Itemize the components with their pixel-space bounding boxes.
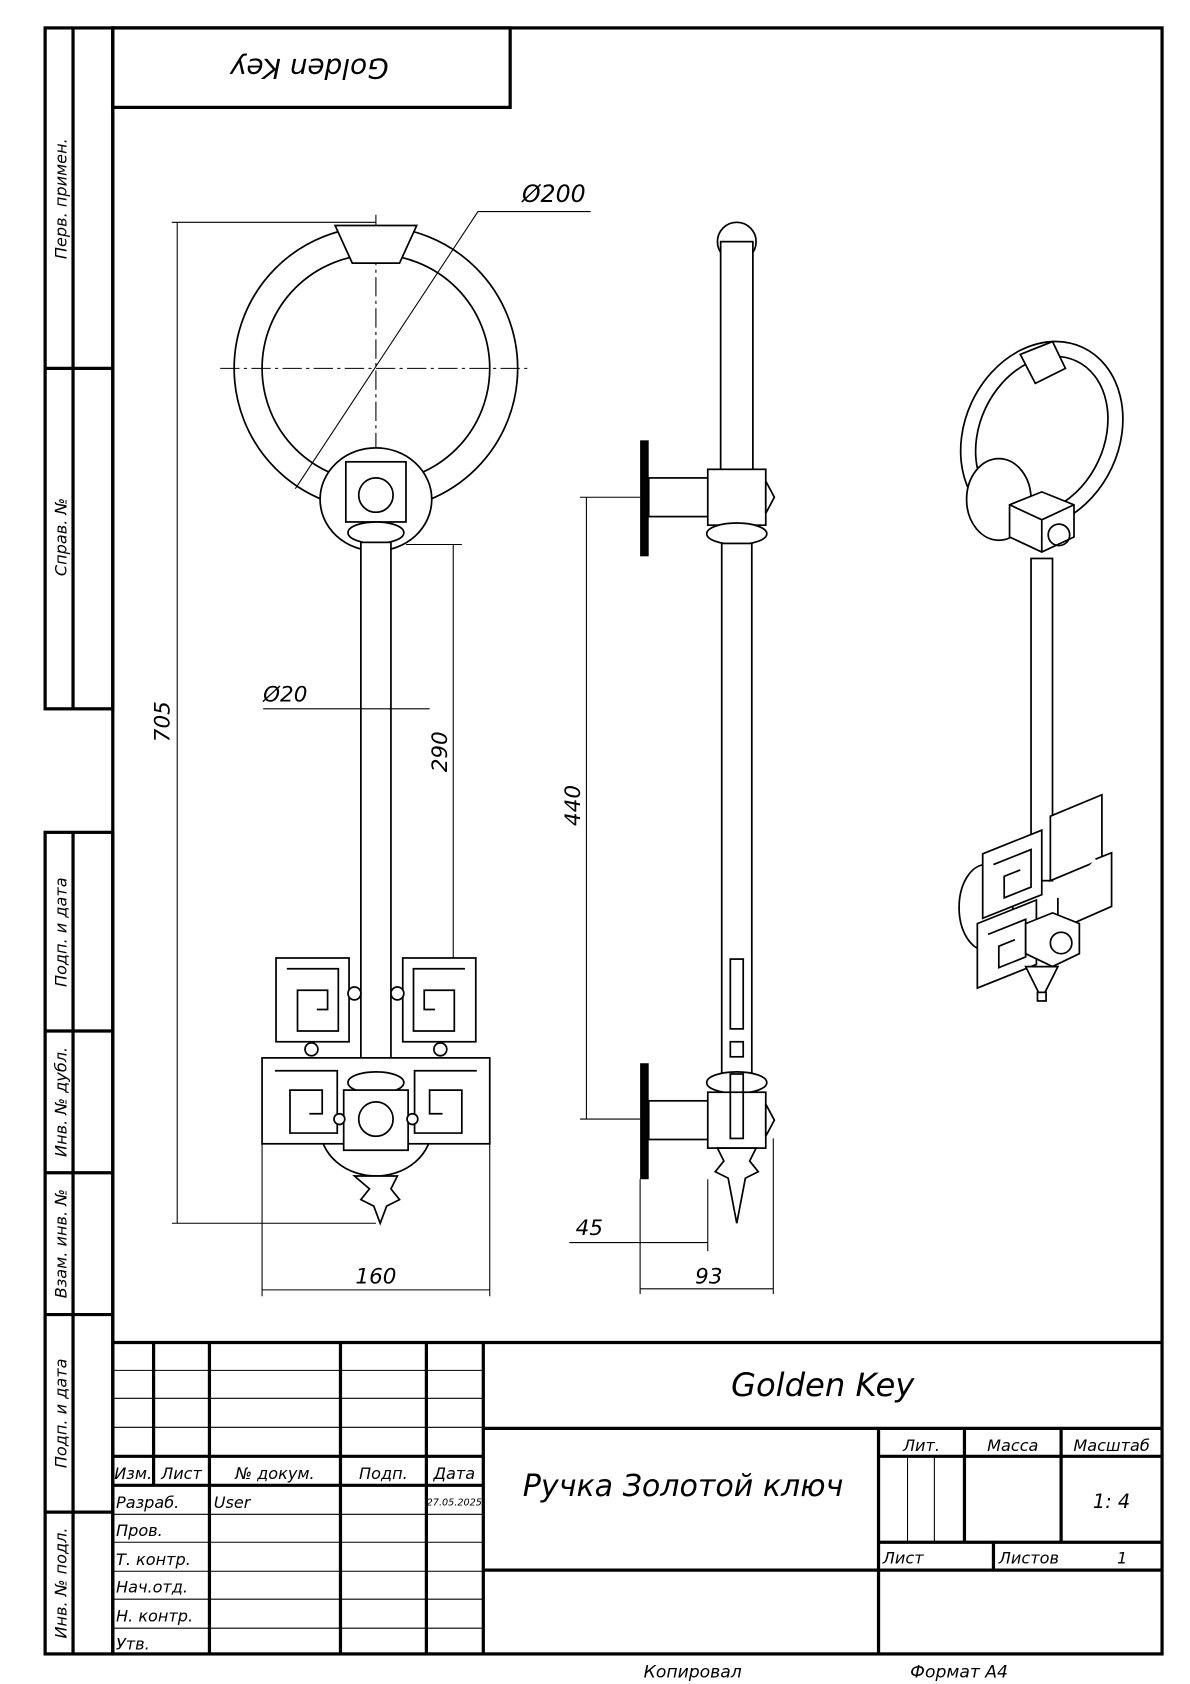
dim-base-offset: 45	[576, 1216, 603, 1241]
header-doc: № докум.	[234, 1464, 314, 1483]
strip-label: Инв. № подл.	[52, 1528, 71, 1639]
designation-box	[111, 26, 512, 110]
title-block: Изм. Лист № докум. Подп. Дата Разраб. Пр…	[112, 1340, 1163, 1654]
developer-name: User	[214, 1493, 252, 1512]
role-label: Разраб.	[116, 1493, 179, 1512]
dim-ring-diameter: Ø200	[521, 180, 586, 208]
header-izm: Изм.	[114, 1464, 152, 1483]
scale-label: Масштаб	[1073, 1436, 1150, 1455]
format-label: Формат А4	[910, 1663, 1008, 1683]
strip-label: Взам. инв. №	[52, 1189, 71, 1298]
header-date: Дата	[432, 1464, 475, 1483]
dim-total-height: 705	[151, 701, 176, 742]
lit-label: Лит.	[902, 1436, 940, 1455]
side-view	[640, 221, 776, 1224]
header-list: Лист	[160, 1464, 202, 1483]
side-strip: Перв. примен. Справ. № Подп. и дата Инв.…	[43, 26, 115, 1656]
strip-label: Перв. примен.	[52, 138, 71, 259]
header-sign: Подп.	[359, 1464, 408, 1483]
front-view	[220, 214, 532, 1226]
dim-depth: 93	[695, 1264, 722, 1289]
sheets-value: 1	[1117, 1549, 1127, 1568]
designation-upside-down: Golden Key	[229, 52, 388, 85]
dim-rod-diameter: Ø20	[262, 682, 307, 707]
role-label: Нач.отд.	[116, 1578, 188, 1597]
role-label: Н. контр.	[116, 1607, 193, 1626]
product-name: Golden Key	[731, 1366, 915, 1404]
strip-label: Подп. и дата	[52, 877, 71, 987]
mass-label: Масса	[987, 1436, 1038, 1455]
strip-label: Справ. №	[52, 498, 71, 576]
front-dimensions: 705 290 Ø20 Ø200 160	[151, 180, 591, 1297]
scale-value: 1: 4	[1093, 1490, 1130, 1513]
sheet-label: Лист	[882, 1549, 924, 1568]
isometric-view	[958, 340, 1124, 1002]
dim-width: 160	[355, 1264, 396, 1289]
drawing-frame	[111, 26, 1164, 1656]
role-label: Пров.	[116, 1521, 163, 1540]
dim-mount-distance: 440	[561, 785, 586, 826]
side-dimensions: 440 45 93	[561, 496, 774, 1295]
sheets-label: Листов	[998, 1549, 1059, 1568]
copied-label: Копировал	[644, 1663, 742, 1683]
developer-date: 27.05.2025	[427, 1498, 482, 1509]
role-label: Утв.	[116, 1635, 150, 1654]
strip-label: Инв. № дубл.	[52, 1047, 71, 1157]
product-designation: Ручка Золотой ключ	[523, 1469, 844, 1504]
strip-label: Подп. и дата	[52, 1359, 71, 1469]
dim-rod-length: 290	[428, 731, 453, 772]
role-label: Т. контр.	[116, 1550, 191, 1569]
